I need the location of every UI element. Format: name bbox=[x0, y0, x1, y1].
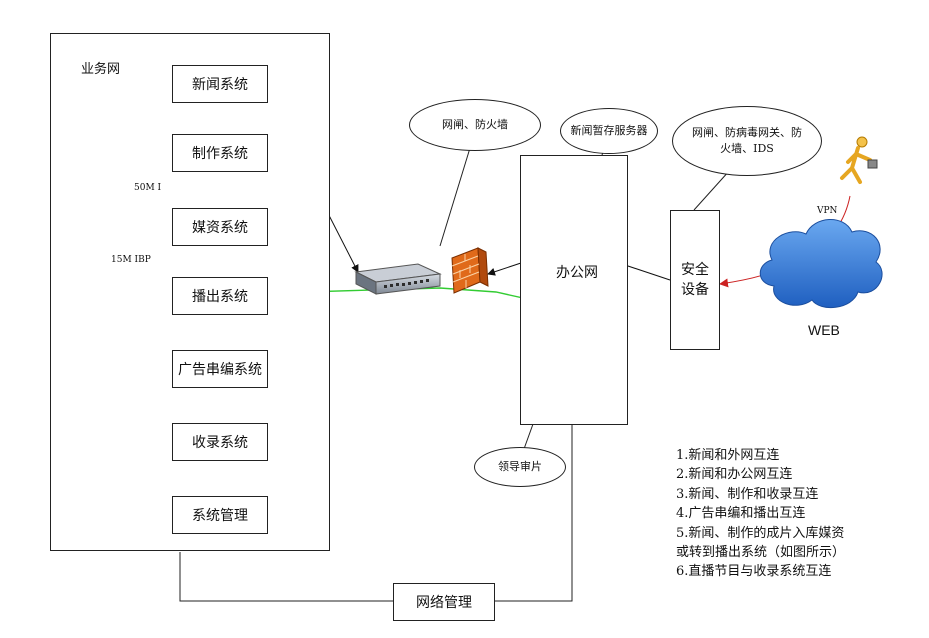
review-note: 领导审片 bbox=[474, 447, 566, 487]
link-50m-label: 50M I bbox=[134, 183, 162, 193]
firewall-icon bbox=[451, 247, 489, 294]
security-note-line2: 火墙、IDS bbox=[720, 142, 774, 155]
link-15m-label: 15M IBP bbox=[111, 255, 151, 265]
network-management-box[interactable]: 网络管理 bbox=[393, 583, 495, 621]
security-device[interactable]: 安全设备 bbox=[670, 210, 720, 350]
business-network-title: 业务网 bbox=[81, 62, 121, 77]
note-item: 4.广告串编和播出互连 bbox=[676, 506, 806, 522]
system-ad-editing[interactable]: 广告串编系统 bbox=[172, 350, 268, 388]
cloud-icon bbox=[759, 219, 883, 309]
system-playout[interactable]: 播出系统 bbox=[172, 277, 268, 315]
office-network-label: 办公网 bbox=[556, 265, 598, 281]
notes-list: 1.新闻和外网互连 2.新闻和办公网互连 3.新闻、制作和收录互连 4.广告串编… bbox=[676, 446, 845, 582]
mgmt-line-right bbox=[495, 424, 573, 602]
vpn-label: VPN bbox=[817, 206, 838, 216]
server-note: 新闻暂存服务器 bbox=[560, 108, 658, 154]
switch-icon bbox=[354, 263, 442, 295]
remote-user-icon bbox=[840, 136, 878, 184]
system-media-assets[interactable]: 媒资系统 bbox=[172, 208, 268, 246]
security-note: 网闸、防病毒网关、防火墙、IDS bbox=[672, 106, 822, 176]
mgmt-line-left bbox=[179, 552, 393, 602]
note-item: 5.新闻、制作的成片入库媒资 bbox=[676, 525, 845, 541]
security-note-line1: 网闸、防病毒网关、防 bbox=[692, 125, 802, 139]
system-recording[interactable]: 收录系统 bbox=[172, 423, 268, 461]
security-note-pointer bbox=[693, 169, 731, 211]
web-label: WEB bbox=[808, 322, 840, 338]
note-item: 1.新闻和外网互连 bbox=[676, 448, 780, 463]
note-item: 3.新闻、制作和收录互连 bbox=[676, 486, 819, 502]
security-device-line2: 设备 bbox=[681, 282, 709, 298]
note-item: 2.新闻和办公网互连 bbox=[676, 467, 793, 483]
system-news[interactable]: 新闻系统 bbox=[172, 65, 268, 103]
note-item: 6.直播节目与收录系统互连 bbox=[676, 564, 832, 580]
system-management[interactable]: 系统管理 bbox=[172, 496, 268, 534]
network-management-label: 网络管理 bbox=[416, 595, 472, 611]
firewall-note: 网闸、防火墙 bbox=[409, 99, 541, 151]
firewall-note-pointer bbox=[439, 147, 471, 247]
system-production[interactable]: 制作系统 bbox=[172, 134, 268, 172]
note-item: 或转到播出系统（如图所示） bbox=[676, 545, 846, 561]
security-device-line1: 安全 bbox=[681, 262, 709, 278]
office-network-panel bbox=[520, 155, 628, 425]
